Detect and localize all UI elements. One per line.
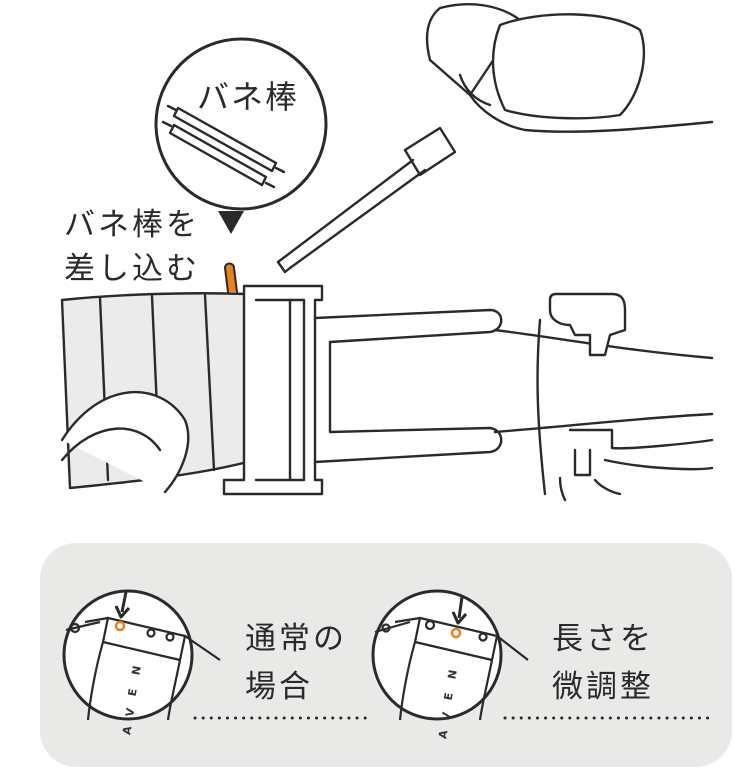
hand-icon bbox=[425, 3, 714, 133]
down-arrow-icon bbox=[457, 596, 464, 619]
normal-case-detail bbox=[62, 589, 221, 721]
normal-case-label: 通常の 場合 bbox=[245, 621, 347, 705]
adjusted-case-detail bbox=[371, 589, 529, 721]
spring-bar-icon bbox=[161, 120, 276, 189]
spring-bar-callout bbox=[154, 37, 328, 211]
spring-bar-icon bbox=[166, 104, 286, 174]
brand-letter: N bbox=[445, 668, 460, 681]
strap-illustration bbox=[60, 292, 257, 494]
callout-title: バネ棒 bbox=[197, 78, 300, 116]
watch-case-illustration bbox=[222, 284, 714, 502]
spring-bar-insert-icon bbox=[224, 262, 238, 293]
spring-bar-hole-normal bbox=[114, 620, 126, 632]
adjusted-case-label: 長さを 微調整 bbox=[552, 621, 654, 705]
down-arrow-icon bbox=[120, 591, 128, 613]
instruction-text: バネ棒を 差し込む bbox=[64, 207, 200, 287]
spring-bar-tool-icon bbox=[276, 126, 457, 274]
brand-letter: N bbox=[129, 664, 144, 677]
spring-bar-hole-adjusted bbox=[450, 627, 462, 639]
down-arrow-icon bbox=[218, 211, 244, 234]
